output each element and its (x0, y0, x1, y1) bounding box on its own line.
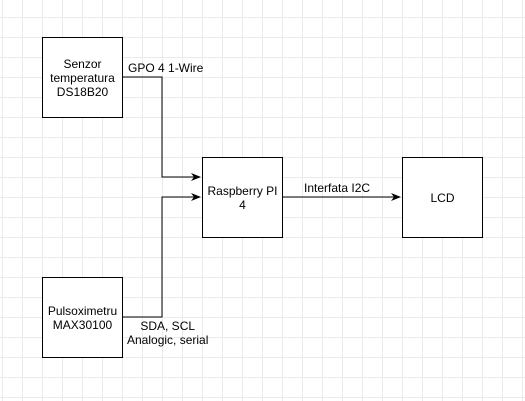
raspberry-pi-node[interactable]: Raspberry PI 4 (202, 157, 283, 238)
sensor-temp-label: Senzor temperatura DS18B20 (50, 56, 115, 99)
edge-label-i2c: Interfata I2C (304, 181, 371, 195)
pulse-oximeter-label: Pulsoximetru MAX30100 (47, 303, 118, 332)
edge-label-sda-scl: SDA, SCL Analogic, serial (127, 319, 209, 347)
edge-pulse-to-raspberry[interactable] (122, 193, 201, 318)
edge-label-gpio-onewire: GPO 4 1-Wire (128, 61, 204, 75)
sensor-temp-node[interactable]: Senzor temperatura DS18B20 (42, 37, 123, 118)
lcd-label: LCD (430, 190, 455, 205)
edge-temp-to-raspberry[interactable] (122, 76, 201, 181)
lcd-node[interactable]: LCD (402, 157, 483, 238)
raspberry-pi-label: Raspberry PI 4 (207, 183, 278, 212)
pulse-oximeter-node[interactable]: Pulsoximetru MAX30100 (42, 277, 123, 358)
